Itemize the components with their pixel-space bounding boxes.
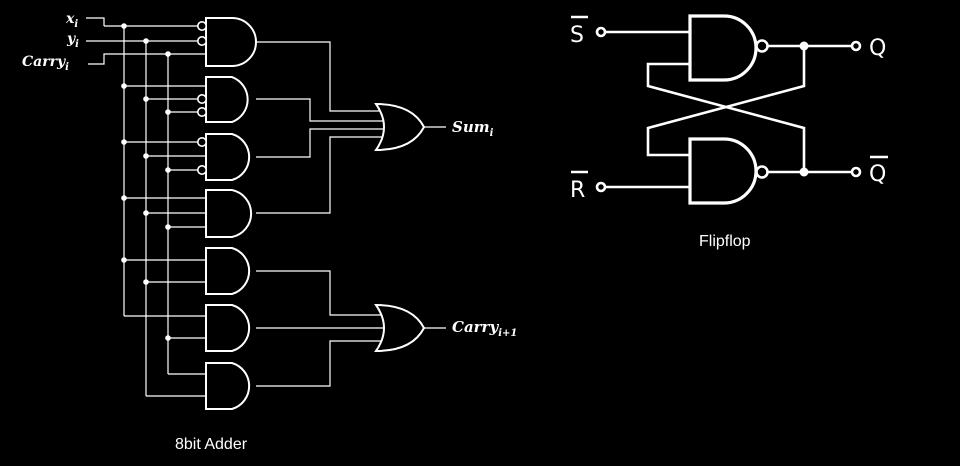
nand-gate-bottom — [688, 137, 769, 205]
feedback-wires — [646, 46, 806, 172]
and-gate-6 — [205, 304, 251, 352]
and-gate-1 — [197, 17, 257, 67]
reset-input-label: R — [570, 178, 585, 203]
gate-input-wires — [124, 25, 206, 397]
and-gate-7 — [205, 362, 251, 410]
and-gate-4 — [205, 189, 253, 238]
reset-input-terminal — [595, 181, 607, 193]
output-label-carry-out: Carryi+1 — [452, 318, 517, 339]
input-label-x: xi — [65, 11, 78, 30]
nand-gate-top — [688, 14, 769, 82]
gate-output-wires — [256, 41, 446, 387]
q-output-terminal — [850, 40, 862, 52]
full-adder-circuit: xi yi Carryi — [22, 11, 517, 410]
or-gate-carry — [374, 303, 426, 353]
input-label-carry-in: Carryi — [22, 54, 69, 73]
q-bar-output-label: Q — [869, 162, 886, 187]
or-gate-sum — [374, 102, 426, 152]
adder-caption: 8bit Adder — [175, 436, 248, 453]
input-label-y: yi — [66, 31, 79, 50]
flipflop-caption: Flipflop — [699, 233, 751, 250]
set-input-terminal — [595, 26, 607, 38]
input-bus — [86, 17, 169, 396]
sr-flipflop-circuit: S R Q Q — [570, 14, 888, 205]
set-input-label: S — [570, 23, 584, 48]
q-bar-output-terminal — [850, 166, 862, 178]
q-output-label: Q — [869, 36, 886, 61]
and-gate-2 — [197, 76, 249, 123]
junction-dots — [121, 23, 171, 341]
output-label-sum: Sumi — [452, 118, 494, 139]
and-gate-3 — [197, 133, 251, 181]
and-gate-5 — [205, 247, 251, 295]
